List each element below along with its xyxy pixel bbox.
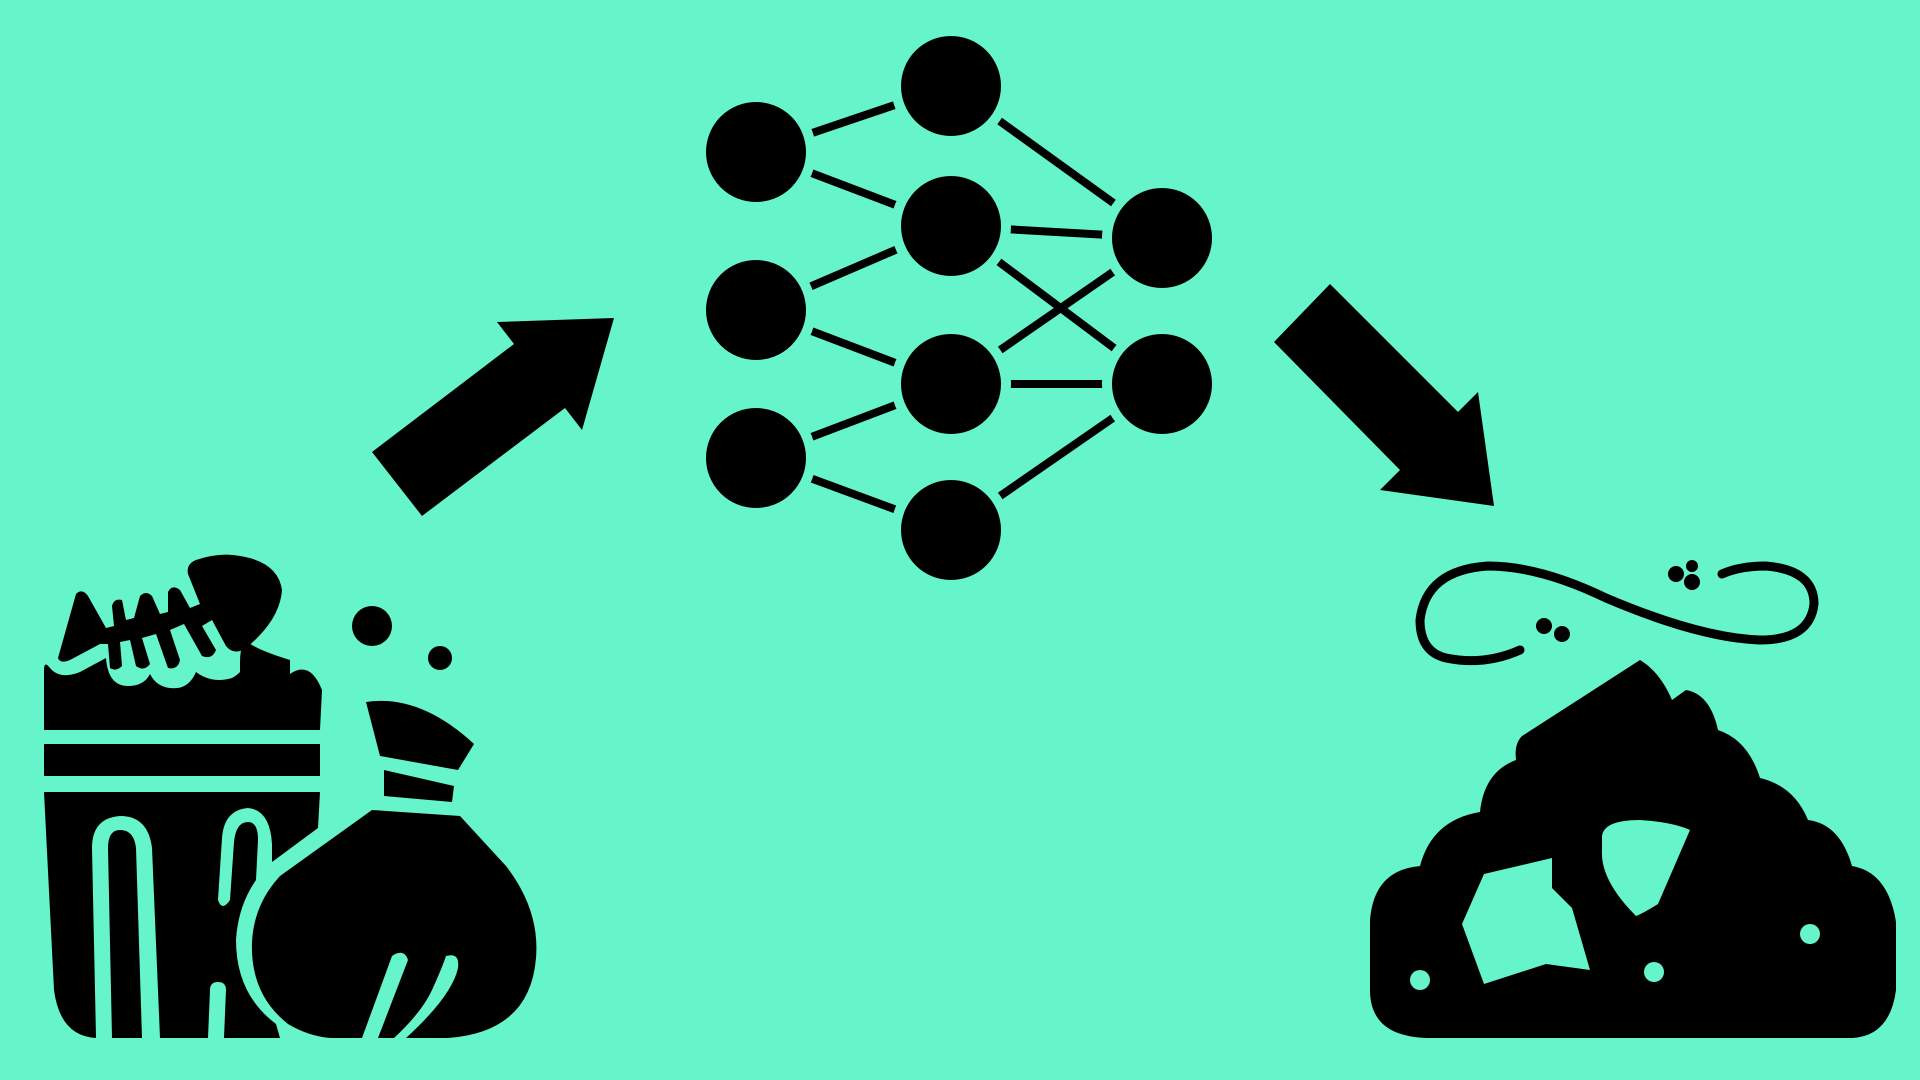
pile-details [1410, 820, 1820, 990]
input-node [696, 398, 816, 518]
arrow-up-right-icon [372, 318, 614, 516]
hidden-node [891, 324, 1011, 444]
network-nodes [696, 26, 1222, 590]
hidden-node [891, 166, 1011, 286]
trash-bin-and-garbage-bag-icon [44, 554, 537, 1038]
stink-lines [1415, 561, 1819, 666]
neural-network-icon [696, 26, 1222, 590]
output-node [1102, 324, 1222, 444]
hidden-node [891, 26, 1011, 146]
rotting-garbage-pile-icon [1370, 560, 1896, 1038]
input-node [696, 92, 816, 212]
output-node [1102, 178, 1222, 298]
stink-dots [1536, 560, 1700, 642]
hidden-node [891, 470, 1011, 590]
arrow-down-right-icon [1274, 284, 1494, 506]
input-node [696, 250, 816, 370]
